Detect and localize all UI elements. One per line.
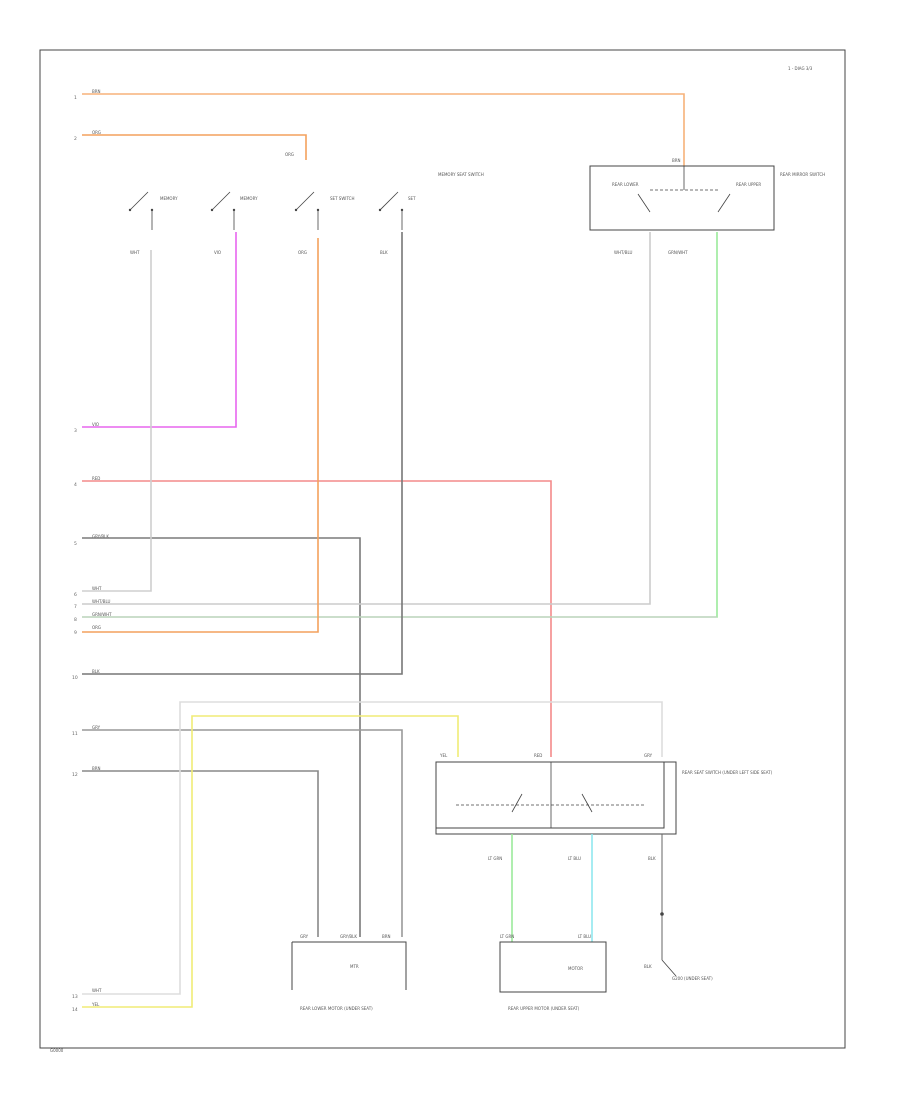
switch-3-label: SET SWITCH [330,196,354,201]
wire-label-10: BLK [92,669,100,674]
mirror-switch-left: REAR LOWER [612,182,639,187]
wire-gry [82,729,403,937]
wire-label-1: BRN [92,89,101,94]
pin-6: 6 [74,592,77,598]
wire-brn-lower [82,770,319,937]
upper-motor-pin-2: LT BLU [578,934,591,939]
wire-red [82,480,552,757]
ground-caption: G200 (UNDER SEAT) [672,976,713,981]
wire-label-5: GRY/BLK [92,534,109,539]
pin-4: 4 [74,482,77,488]
wire-org-top [82,134,307,160]
wire-wht-lower [82,701,663,995]
ground-wire: BLK [644,964,652,969]
lower-motor-pin-2: GRY/BLK [340,934,357,939]
wire-label-14: YEL [91,1002,100,1007]
wire-label-6: WHT [92,586,102,591]
pin-13: 13 [72,994,78,1000]
wire-org-lower [82,238,319,633]
diagram-frame [39,49,846,1049]
pin-3: 3 [74,428,77,434]
pin-11: 11 [72,731,78,737]
wire-vio [82,232,237,428]
lower-motor-caption: REAR LOWER MOTOR (UNDER SEAT) [300,1006,373,1011]
wire-label-13: WHT [92,988,102,993]
page-reference: 1 - DIAG 3/3 [788,66,813,71]
wire-label-9: ORG [92,625,101,630]
wire-grn-wht [82,232,718,618]
seat-switch-pin-3: GRY [644,753,653,758]
rear-seat-switch: YEL RED GRY REAR SEAT SWITCH (UNDER LEFT… [435,753,773,861]
mirror-switch-title: REAR MIRROR SWITCH [780,172,825,177]
mirror-switch-bottom-left: WHT/BLU [614,250,633,255]
footer-code: G0000 [50,1048,64,1053]
wire-label-8: GRN/WHT [92,612,112,617]
mirror-switch-top: BRN [672,158,681,163]
seat-switch-bottom-3: BLK [648,856,656,861]
pin-10: 10 [72,675,78,681]
pin-2: 2 [74,136,77,142]
switch-2-wire: VIO [214,250,221,255]
switch-3-top: ORG [285,152,294,157]
lower-motor-pin-1: GRY [300,934,309,939]
memory-seat-switch: MEMORY WHT MEMORY VIO ORG SET SWITCH ORG… [128,152,484,255]
upper-motor-inner: MOTOR [568,966,583,971]
wire-wht [82,250,152,592]
lower-motor-inner: MTR [350,964,359,969]
pin-14: 14 [72,1007,78,1013]
mirror-switch-right: REAR UPPER [736,182,761,187]
switch-4-wire: BLK [380,250,388,255]
wire-yel [82,715,459,1008]
switch-3-wire: ORG [298,250,307,255]
pin-5: 5 [74,541,77,547]
wire-label-11: GRY [92,725,101,730]
wire-blk [82,232,403,675]
wire-gry-blk [82,537,361,937]
pin-8: 8 [74,617,77,623]
seat-switch-pin-2: RED [534,753,542,758]
pin-9: 9 [74,630,77,636]
lower-motor-pin-3: BRN [382,934,391,939]
switch-1-wire: WHT [130,250,140,255]
rear-lower-motor: GRY GRY/BLK BRN MTR REAR LOWER MOTOR (UN… [291,934,407,1011]
switch-4-label: SET [408,196,416,201]
rear-mirror-switch: BRN REAR LOWER REAR UPPER REAR MIRROR SW… [589,158,825,255]
upper-motor-pin-1: LT GRN [500,934,514,939]
memory-switch-title: MEMORY SEAT SWITCH [438,172,484,177]
switch-2-label: MEMORY [240,196,258,201]
seat-switch-title: REAR SEAT SWITCH (UNDER LEFT SIDE SEAT) [682,770,773,775]
wire-wht-blu [82,232,651,605]
switch-1-label: MEMORY [160,196,178,201]
seat-switch-bottom-2: LT BLU [568,856,581,861]
wire-label-12: BRN [92,766,101,771]
wire-brn-top [82,93,685,166]
seat-switch-pin-1: YEL [439,753,448,758]
wire-label-7: WHT/BLU [92,599,111,604]
wire-label-3: VIO [92,422,99,427]
wire-label-4: RED [92,476,100,481]
pin-12: 12 [72,772,78,778]
pin-7: 7 [74,604,77,610]
seat-switch-bottom-1: LT GRN [488,856,502,861]
upper-motor-caption: REAR UPPER MOTOR (UNDER SEAT) [508,1006,580,1011]
wire-label-2: ORG [92,130,101,135]
left-pin-column: 1 BRN 2 ORG 3 VIO 4 RED 5 GRY/BLK 6 WHT … [72,89,112,1013]
mirror-switch-bottom-right: GRN/WHT [668,250,688,255]
pin-1: 1 [74,95,77,101]
ground-point: BLK G200 (UNDER SEAT) [644,959,713,981]
rear-upper-motor: LT GRN LT BLU MOTOR REAR UPPER MOTOR (UN… [499,934,607,1011]
